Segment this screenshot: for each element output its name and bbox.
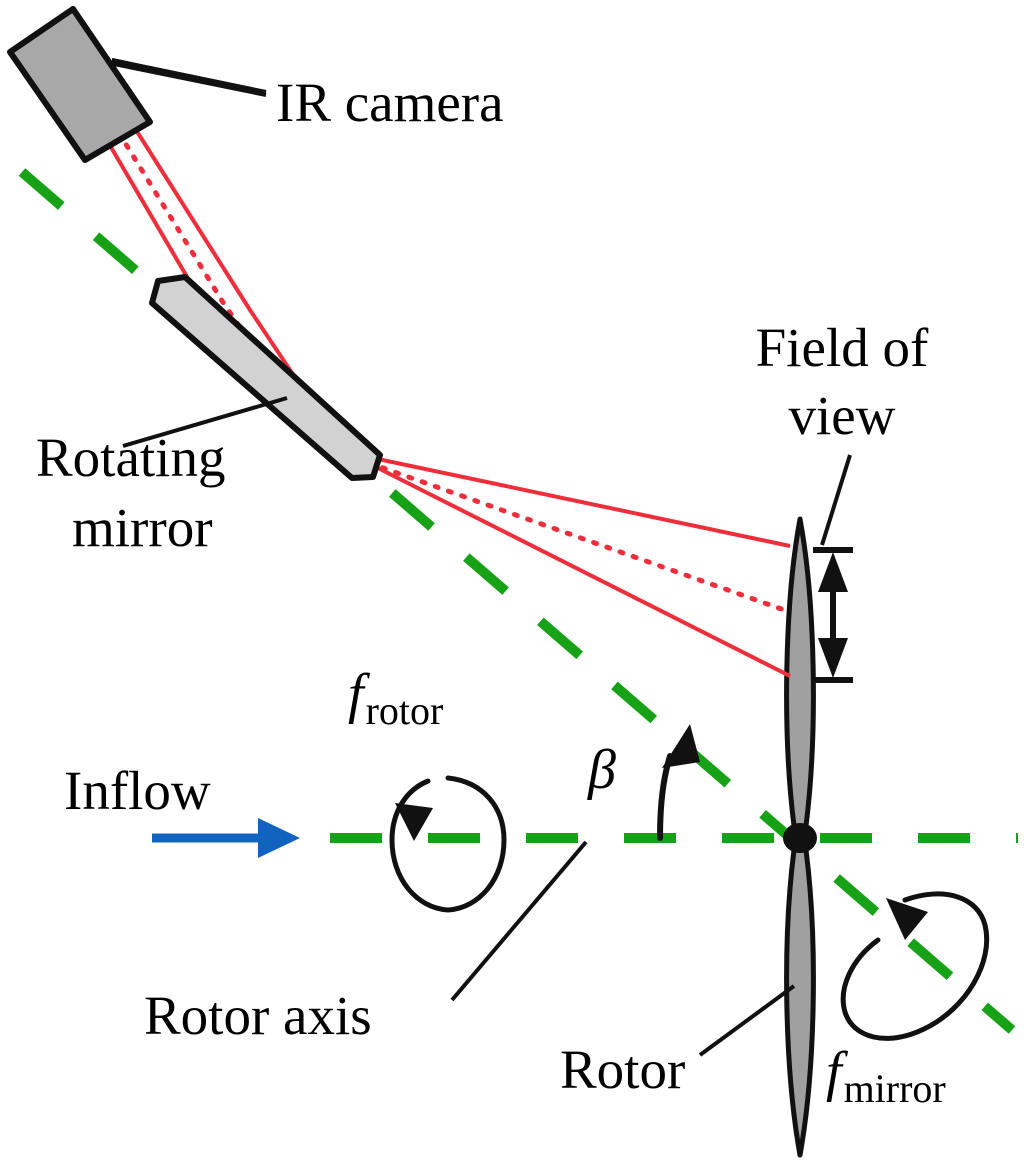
rotor-blade-upper bbox=[784, 516, 816, 835]
f-mirror-symbol: f bbox=[826, 1041, 842, 1103]
beta-angle-arc bbox=[657, 724, 700, 841]
rotating-mirror-label-line1: Rotating bbox=[36, 427, 226, 488]
inflow-arrow bbox=[152, 818, 300, 858]
rotor-axis-leader-line bbox=[450, 840, 588, 1002]
rotor-blade-lower bbox=[784, 841, 816, 1158]
ray-bundle bbox=[103, 128, 793, 678]
f-rotor-subscript: rotor bbox=[365, 688, 444, 733]
field-of-view-measure bbox=[813, 454, 853, 683]
f-mirror-spin-indicator bbox=[840, 891, 990, 1041]
rotor-leader-line bbox=[698, 984, 796, 1057]
ir-camera-label: IR camera bbox=[276, 72, 504, 133]
rotating-mirror-body bbox=[149, 274, 383, 481]
rotating-mirror-label-line2: mirror bbox=[72, 497, 213, 558]
ir-camera-leader-line bbox=[111, 58, 267, 97]
rotor-hub bbox=[783, 823, 817, 853]
f-mirror-subscript: mirror bbox=[843, 1066, 946, 1111]
rotor-axis-label: Rotor axis bbox=[144, 985, 372, 1046]
f-rotor-spin-indicator bbox=[389, 775, 507, 913]
f-rotor-label: frotor bbox=[348, 662, 443, 733]
inflow-label: Inflow bbox=[64, 760, 211, 821]
rotor-label: Rotor bbox=[560, 1039, 686, 1100]
f-mirror-label: fmirror bbox=[826, 1040, 946, 1111]
field-of-view-label-line1: Field of bbox=[755, 317, 929, 378]
rotating-mirror-leader-line bbox=[122, 396, 288, 448]
ir-camera-body bbox=[7, 6, 153, 163]
field-of-view-label-line2: view bbox=[788, 385, 896, 446]
beta-label: β bbox=[588, 739, 616, 801]
f-rotor-symbol: f bbox=[348, 663, 364, 725]
